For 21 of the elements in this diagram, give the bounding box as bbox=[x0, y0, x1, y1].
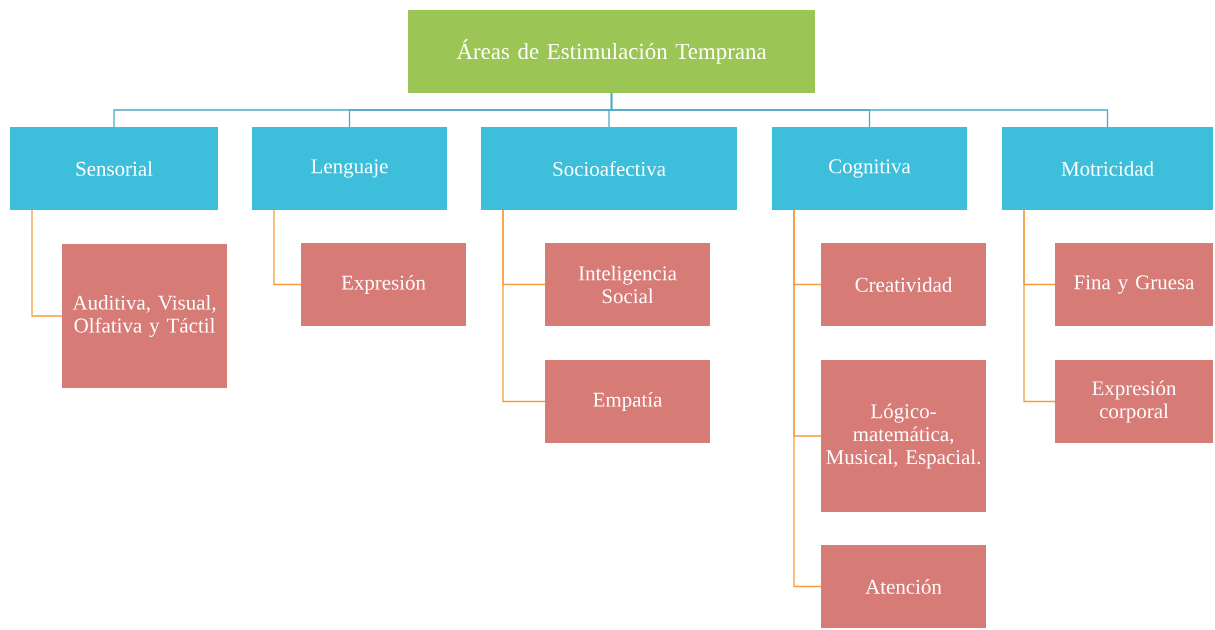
subcategory-box: Auditiva, Visual, Olfativa y Táctil bbox=[62, 244, 227, 388]
category-box: Motricidad bbox=[1002, 127, 1213, 210]
connector-line bbox=[793, 209, 822, 588]
subcategory-box: Creatividad bbox=[821, 243, 986, 326]
connector-line bbox=[1023, 209, 1056, 403]
connector-line bbox=[273, 209, 302, 286]
category-box: Socioafectiva bbox=[481, 127, 737, 210]
category-box: Lenguaje bbox=[252, 127, 447, 210]
subcategory-box: Atención bbox=[821, 545, 986, 628]
subcategory-box: Expresión corporal bbox=[1055, 360, 1213, 443]
connector-line bbox=[31, 209, 63, 317]
subcategory-box: Empatía bbox=[545, 360, 710, 443]
subcategory-box: Lógico-matemática, Musical, Espacial. bbox=[821, 360, 986, 512]
category-box: Cognitiva bbox=[772, 127, 967, 210]
category-box: Sensorial bbox=[10, 127, 218, 210]
subcategory-box: Expresión bbox=[301, 243, 466, 326]
subcategory-box: Fina y Gruesa bbox=[1055, 243, 1213, 326]
title-box: Áreas de Estimulación Temprana bbox=[408, 10, 815, 93]
connector-line bbox=[502, 209, 546, 403]
subcategory-box: Inteligencia Social bbox=[545, 243, 710, 326]
connector-line bbox=[610, 92, 1109, 128]
